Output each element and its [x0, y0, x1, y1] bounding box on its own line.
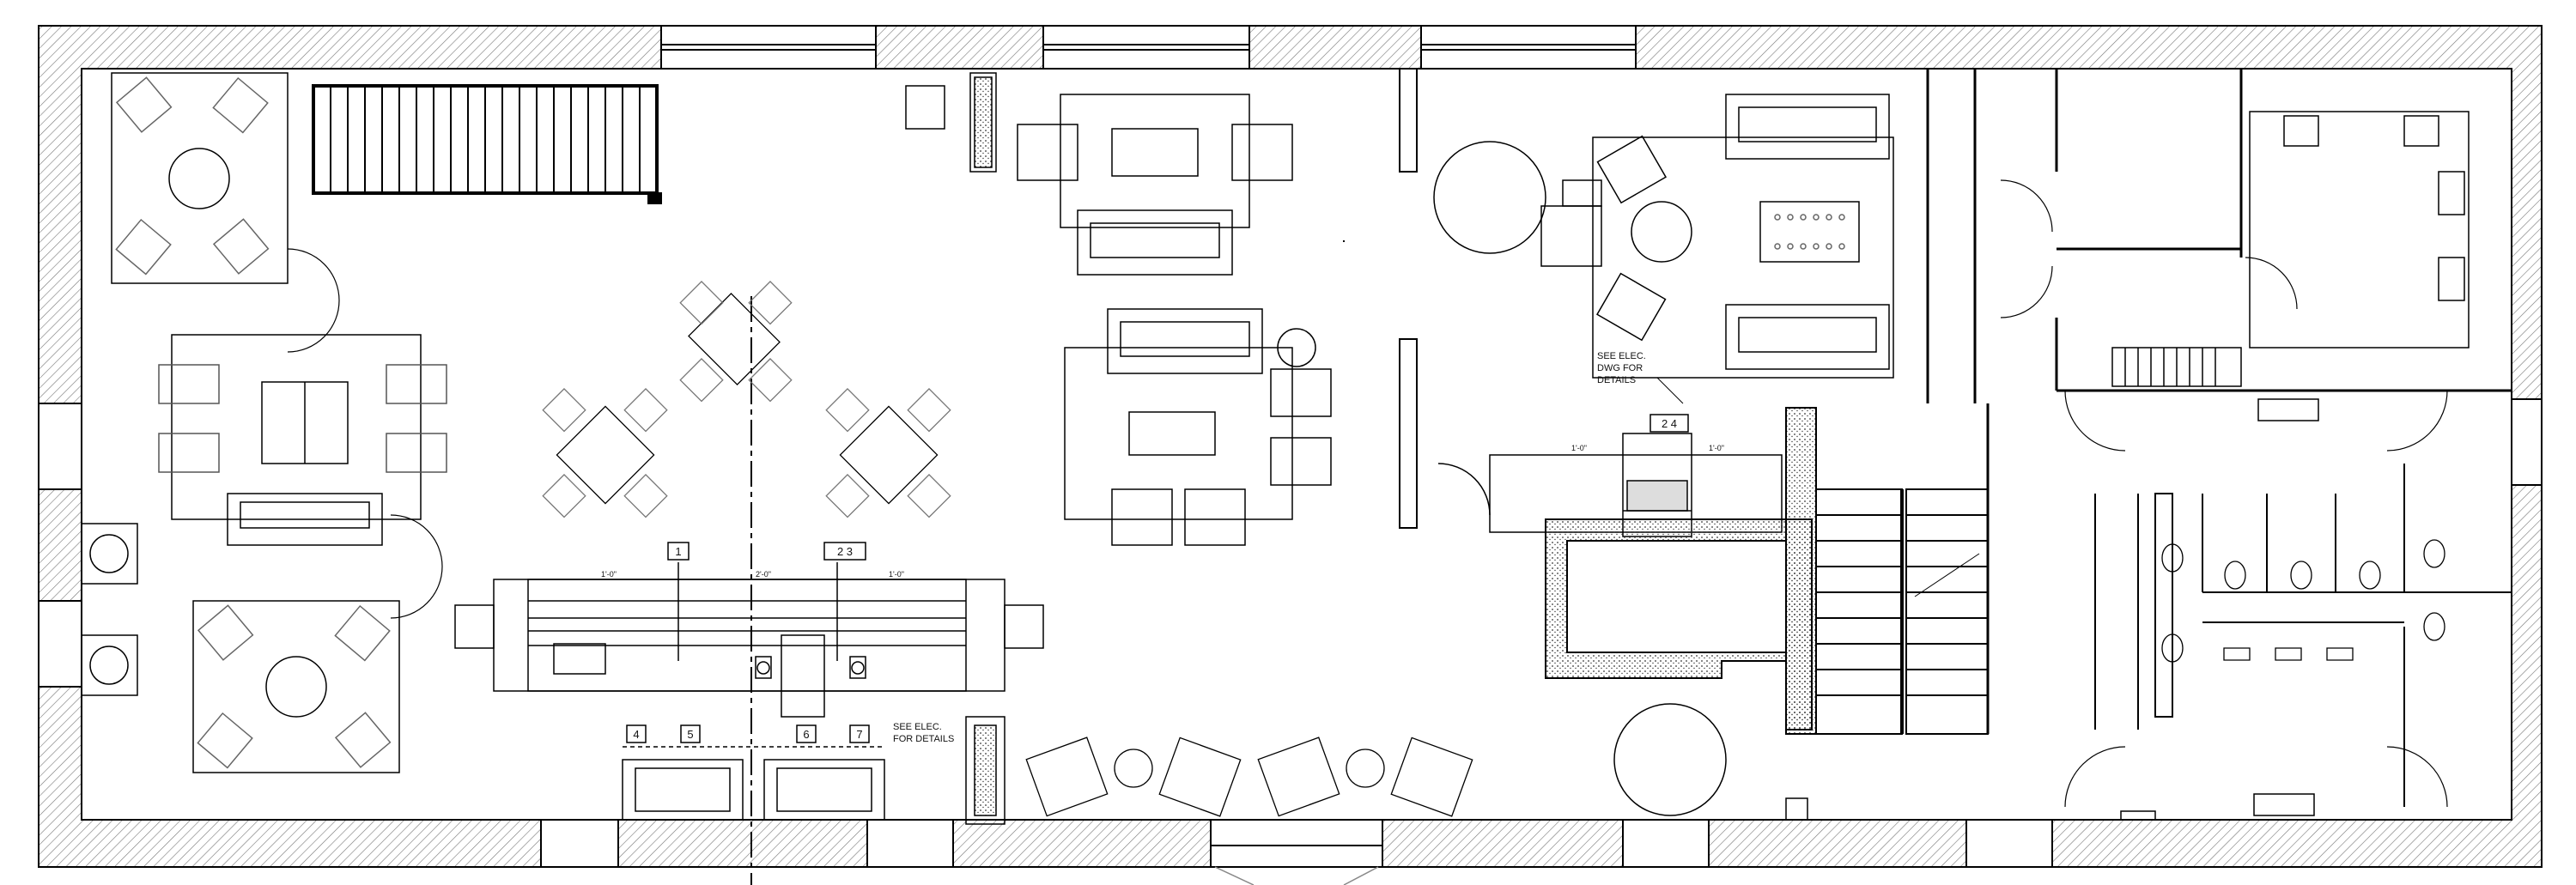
base-cabinets: [622, 746, 885, 821]
door-swings-left: [287, 248, 443, 619]
lounge-table-top-left: [111, 72, 289, 284]
electrical-note-left: SEE ELEC. FOR DETAILS: [893, 722, 954, 744]
base-tag-5: 5: [680, 724, 701, 743]
bottom-openings: [540, 819, 2053, 868]
base-tag-4: 4: [626, 724, 647, 743]
stair-right: [1785, 407, 1989, 735]
small-cabinet-top: [905, 72, 997, 173]
main-entrance-doors[interactable]: [1214, 866, 1379, 885]
conference-table-left: [158, 334, 447, 546]
top-windows: [660, 25, 1637, 70]
exterior-walls: [38, 25, 2543, 868]
round-tables: [1433, 141, 1727, 816]
svg-text:2 4: 2 4: [1662, 417, 1677, 430]
svg-text:FOR DETAILS: FOR DETAILS: [893, 734, 954, 744]
svg-text:SEE ELEC.: SEE ELEC.: [893, 722, 942, 732]
svg-text:2 3: 2 3: [837, 545, 853, 558]
electrical-note-center: SEE ELEC. DWG FOR DETAILS: [1597, 351, 1684, 404]
svg-text:SEE ELEC.: SEE ELEC.: [1597, 351, 1646, 361]
svg-text:1'-0": 1'-0": [1709, 444, 1724, 452]
base-tag-6: 6: [796, 724, 817, 743]
counter-dimensions: 1'-0" 2'-0" 1'-0": [601, 570, 904, 579]
svg-text:DWG FOR: DWG FOR: [1597, 363, 1643, 373]
svg-text:1'-0": 1'-0": [1571, 444, 1587, 452]
counter-tag-1: 1: [667, 542, 690, 561]
meeting-room: [1540, 94, 1894, 379]
core-block: [1545, 518, 1813, 730]
svg-text:6: 6: [803, 728, 809, 741]
cafe-tables: [542, 281, 951, 518]
svg-text:DETAILS: DETAILS: [1597, 375, 1636, 385]
service-bar-dimensions: 1'-0" 1'-0": [1571, 444, 1724, 452]
side-openings: [38, 398, 2543, 688]
partitions-center: [1343, 68, 1418, 529]
sofa-group-middle: [1064, 308, 1332, 546]
long-counter: [454, 562, 1044, 718]
base-tag-7: 7: [849, 724, 870, 743]
right-door-swings: [2000, 179, 2448, 808]
stair-top-left: [312, 84, 662, 204]
wall-fixtures-left: [81, 523, 138, 696]
svg-text:5: 5: [687, 728, 693, 741]
svg-text:7: 7: [856, 728, 862, 741]
svg-text:1'-0": 1'-0": [601, 570, 617, 579]
lounge-table-bottom-left: [192, 600, 400, 773]
svg-text:4: 4: [633, 728, 639, 741]
restroom-stalls: [2094, 464, 2512, 807]
right-office: [2111, 111, 2470, 387]
right-wall-fixtures: [1785, 398, 2319, 821]
svg-text:1: 1: [675, 545, 681, 558]
counter-tag-2-3: 2 3: [823, 542, 866, 561]
svg-text:2'-0": 2'-0": [756, 570, 771, 579]
service-bar-tag: 2 4: [1649, 414, 1689, 433]
tall-cabinet: [965, 716, 1005, 825]
right-wing-walls: [1926, 69, 2512, 734]
window-lounge-chairs: [1025, 736, 1473, 817]
svg-text:1'-0": 1'-0": [889, 570, 904, 579]
sofa-group-top: [1017, 94, 1293, 276]
restroom-fixtures: [2161, 539, 2445, 663]
